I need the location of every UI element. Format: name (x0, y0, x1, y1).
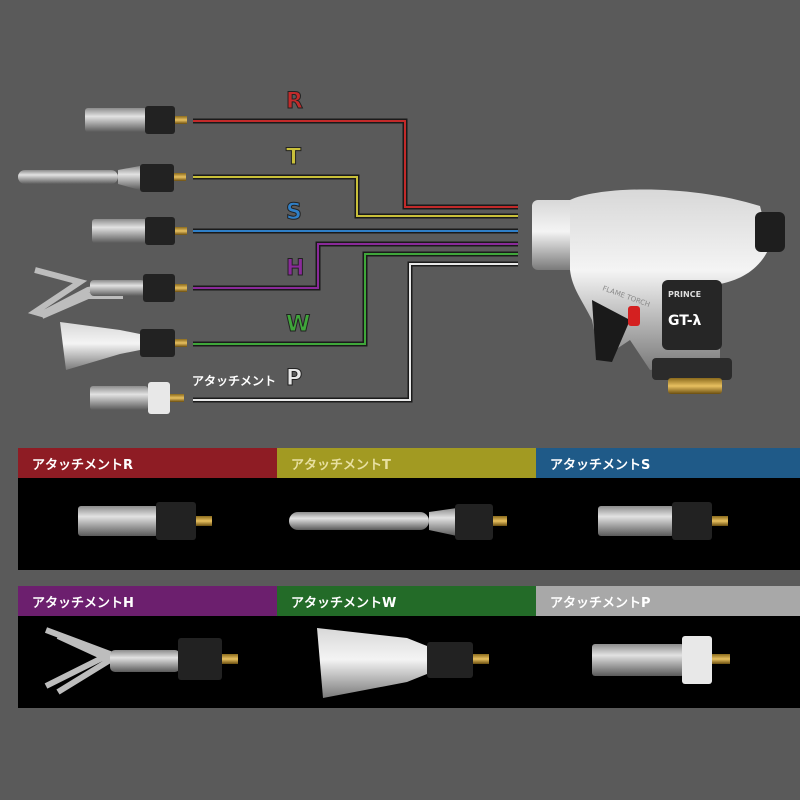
line-t-outline (193, 174, 518, 219)
panel-image-r (18, 478, 282, 570)
panel-t: アタッチメントT (277, 448, 541, 570)
line-r (193, 120, 518, 208)
panel-header-w (277, 586, 541, 616)
panel-header-h (18, 586, 282, 616)
line-t (193, 176, 518, 217)
panel-image-s (536, 478, 800, 570)
panel-header-t (277, 448, 541, 478)
attachment-h-image (27, 267, 187, 319)
attachment-p-image (90, 382, 184, 414)
attachment-s-image (92, 217, 187, 245)
panel-image-w (277, 616, 541, 708)
line-w (193, 253, 518, 345)
panel-image-h (18, 616, 282, 708)
panel-s: アタッチメントS (536, 448, 800, 570)
line-letter-s: S (286, 200, 303, 226)
attachment-r-image (85, 106, 187, 134)
panel-title-p: アタッチメントP (550, 596, 651, 611)
line-letter-h: H (285, 256, 305, 282)
line-p (193, 263, 518, 401)
line-letter-t: T (285, 145, 302, 171)
panel-title-t: アタッチメントT (291, 458, 391, 473)
panel-title-w: アタッチメントW (291, 596, 397, 611)
connection-lines (193, 118, 518, 403)
panel-title-s: アタッチメントS (550, 458, 651, 473)
line-letter-p: P (285, 366, 303, 392)
torch-model: GT-λ (668, 313, 702, 329)
panel-header-s (536, 448, 800, 478)
panel-image-p (536, 616, 800, 708)
panel-w: アタッチメントW (277, 586, 541, 708)
attachment-w-image (60, 322, 187, 370)
torch-image (532, 189, 785, 394)
line-w-outline (193, 251, 518, 347)
line-prefix-p: アタッチメント (192, 374, 277, 388)
attachment-t-image (18, 164, 186, 192)
panel-p: アタッチメントP (536, 586, 800, 708)
panel-r: アタッチメントR (18, 448, 282, 570)
panel-title-h: アタッチメントH (32, 596, 134, 611)
panel-h: アタッチメントH (18, 586, 282, 708)
line-letter-r: R (286, 89, 304, 115)
line-h (193, 243, 518, 289)
line-letter-w: W (285, 312, 311, 338)
panel-header-r (18, 448, 282, 478)
panel-header-p (536, 586, 800, 616)
panel-title-r: アタッチメントR (32, 458, 134, 473)
torch-brand: PRINCE (668, 290, 701, 299)
panel-image-t (277, 478, 541, 570)
